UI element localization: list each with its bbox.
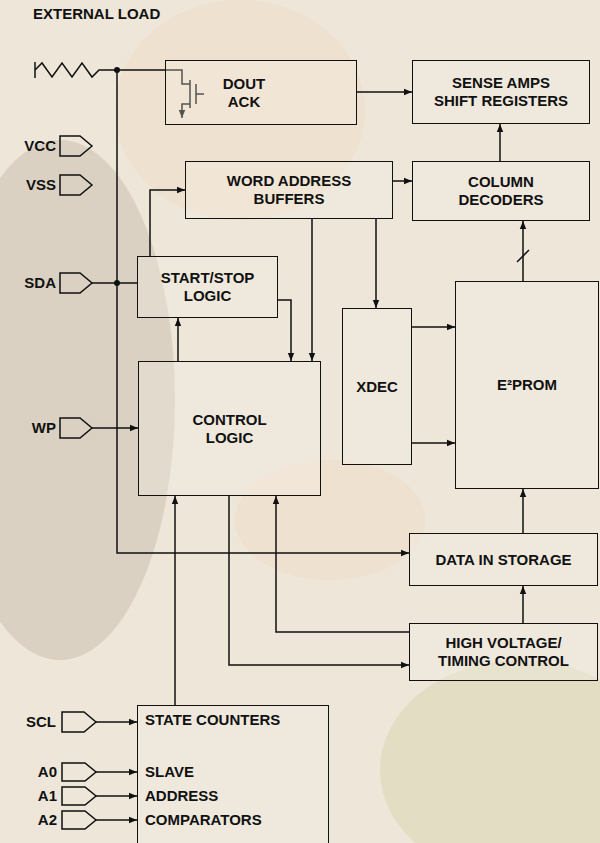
pin-name: A2 [38,811,57,829]
signal-arrow [311,219,313,361]
pin-symbol [60,273,92,293]
signal-arrow [393,180,412,182]
box-label: HIGH VOLTAGE/ TIMING CONTROL [434,634,574,670]
pin-name: VSS [26,176,56,194]
signal-arrow [177,318,179,361]
a1-wire [96,795,137,797]
box-label: SLAVE ADDRESS COMPARATORS [145,760,267,832]
process-box: HIGH VOLTAGE/ TIMING CONTROL [409,623,598,681]
process-box: SENSE AMPS SHIFT REGISTERS [412,60,590,124]
pin-symbol [62,811,96,829]
signal-arrow [522,586,524,623]
process-box: COLUMN DECODERS [412,161,590,221]
output-box: DOUT ACK [165,60,357,125]
signal-arrow [499,124,501,161]
pin-symbol [60,136,92,156]
face-shade [115,0,365,220]
box-label: E²PROM [497,376,557,394]
pin-name: VCC [24,137,56,155]
box-label: COLUMN DECODERS [441,173,561,209]
signal-arrow [412,442,455,444]
logic-box: CONTROL LOGIC [138,361,321,496]
signal-arrow [412,326,455,328]
box-label: DOUT ACK [213,75,275,111]
pin-name: WP [32,419,56,437]
pin-symbol [62,787,96,805]
signal-arrow [375,219,377,308]
box-label: DATA IN STORAGE [435,551,571,569]
signal-arrow [150,190,185,256]
decoder-box: XDEC [342,308,412,465]
pin-name: A0 [38,763,57,781]
resistor-symbol [35,63,165,77]
process-box: WORD ADDRESS BUFFERS [185,161,393,219]
process-box: DATA IN STORAGE [409,533,598,586]
pin-name: A1 [38,787,57,805]
a0-wire [96,771,137,773]
load-label: EXTERNAL LOAD [33,5,160,23]
signal-arrow [357,91,412,93]
box-label: WORD ADDRESS BUFFERS [214,172,364,208]
pin-name: SDA [24,274,56,292]
signal-arrow [174,496,176,705]
pin-symbol [60,418,92,438]
box-label: CONTROL LOGIC [180,411,280,447]
junction-dot [114,67,120,73]
memory-array: E²PROM [455,281,599,489]
pin-name: SCL [26,713,56,731]
counter-box: STATE COUNTERS SLAVE ADDRESS COMPARATORS [137,705,329,843]
signal-arrow [276,496,409,632]
logic-box: START/STOP LOGIC [137,256,278,318]
box-label: STATE COUNTERS [145,710,280,730]
junction-dot [114,280,120,286]
signal-arrow [229,496,409,665]
box-label: START/STOP LOGIC [153,269,263,305]
pin-symbol [60,175,92,195]
foliage-shade [380,660,600,843]
scl-wire [96,721,137,723]
box-label: SENSE AMPS SHIFT REGISTERS [432,74,571,110]
signal-arrow [522,221,524,281]
box-label: XDEC [356,378,398,396]
pin-symbol [62,712,96,732]
a2-wire [96,819,137,821]
signal-arrow [522,489,524,533]
pin-symbol [62,763,96,781]
wp-wire [92,427,138,429]
signal-arrow [278,300,291,361]
